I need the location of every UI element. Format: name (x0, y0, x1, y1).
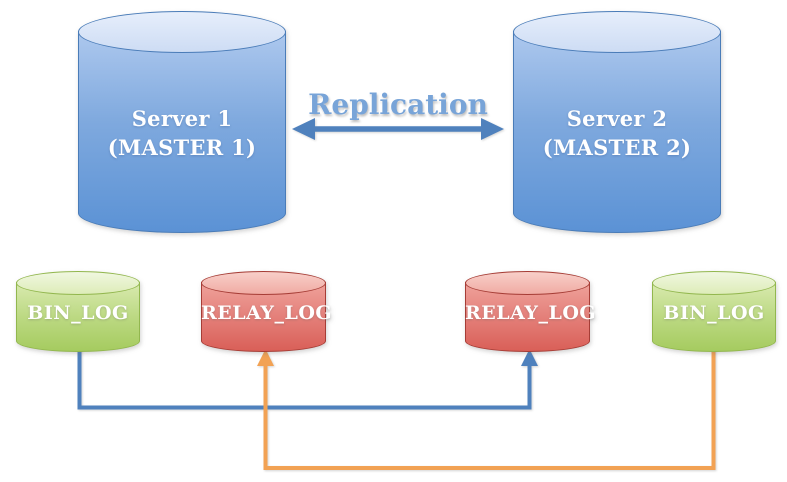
relaylog2-cylinder-top (465, 271, 590, 295)
binlog2-cylinder-top (652, 271, 776, 295)
binlog1-to-relaylog2-connector (77, 348, 538, 410)
binlog1-label: BIN_LOG (27, 302, 129, 324)
relaylog2-cylinder: RELAY_LOG (465, 271, 597, 352)
replication-arrow (292, 118, 504, 140)
orange-connector-path (263, 349, 716, 470)
binlog1-cylinder: BIN_LOG (16, 271, 140, 352)
relaylog1-label: RELAY_LOG (201, 302, 333, 324)
server1-cylinder-top (78, 11, 286, 53)
server1-name: Server 1 (131, 106, 233, 131)
server2-cylinder: Server 2 (MASTER 2) (513, 11, 721, 233)
server2-role: (MASTER 2) (542, 135, 692, 160)
binlog2-to-relaylog1-connector (257, 349, 716, 470)
server1-cylinder: Server 1 (MASTER 1) (78, 11, 286, 233)
server2-cylinder-top (513, 11, 721, 53)
blue-connector-path (77, 348, 532, 410)
replication-arrowhead-right (481, 118, 504, 140)
relaylog2-label: RELAY_LOG (465, 302, 597, 324)
server2-cylinder-body (513, 31, 721, 233)
server2-name: Server 2 (566, 106, 668, 131)
server1-cylinder-body (78, 31, 286, 233)
relaylog1-cylinder: RELAY_LOG (201, 271, 333, 352)
replication-arrowhead-left (292, 118, 315, 140)
server1-role: (MASTER 1) (107, 135, 257, 160)
replication-label: Replication (308, 88, 488, 121)
binlog2-cylinder: BIN_LOG (652, 271, 776, 352)
server2-label: Server 2 (MASTER 2) (513, 104, 721, 162)
binlog2-label: BIN_LOG (663, 302, 765, 324)
relaylog1-cylinder-top (201, 271, 326, 295)
binlog1-cylinder-top (16, 271, 140, 295)
server1-label: Server 1 (MASTER 1) (78, 104, 286, 162)
